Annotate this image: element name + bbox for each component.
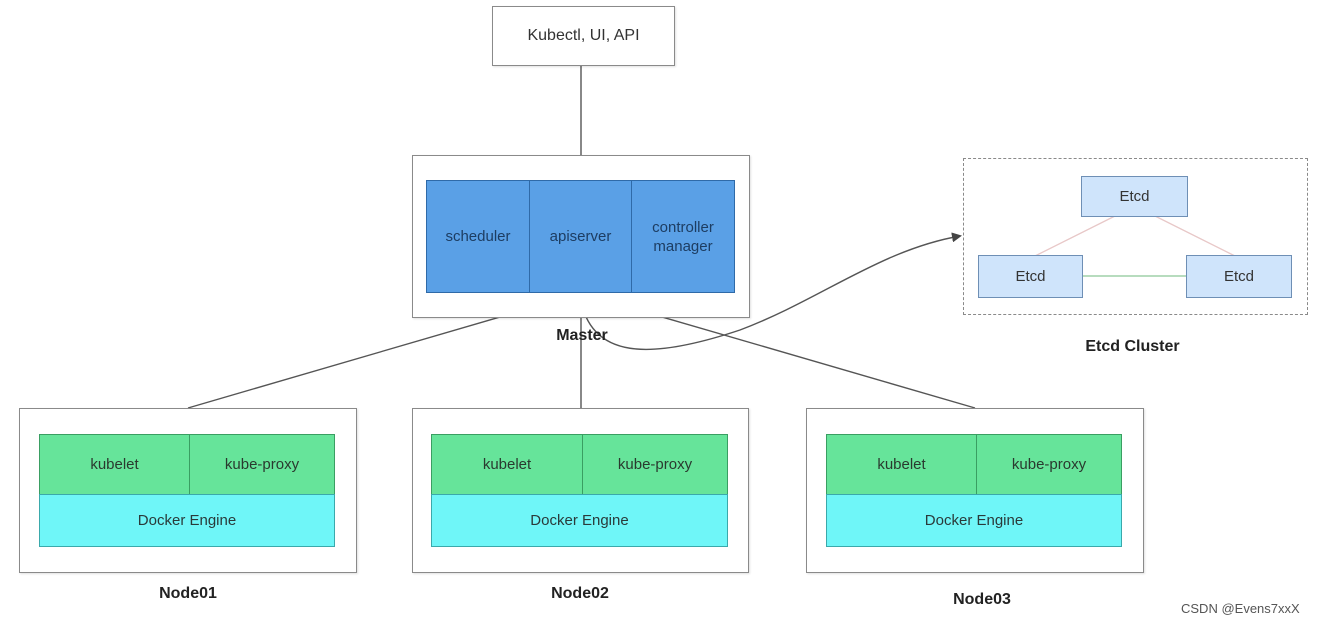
etcd-node-left-label: Etcd — [1015, 268, 1046, 285]
node02-docker-engine: Docker Engine — [431, 494, 728, 547]
etcd-node-left: Etcd — [978, 255, 1083, 298]
node02-docker-engine-label: Docker Engine — [530, 512, 629, 529]
etcd-node-top: Etcd — [1081, 176, 1188, 217]
controller-manager-label: controller manager — [652, 218, 714, 255]
apiserver-label: apiserver — [549, 228, 612, 245]
apiserver-block: apiserver — [529, 180, 632, 293]
node01-label: Node01 — [159, 585, 217, 602]
node03-kubelet: kubelet — [826, 434, 977, 495]
node02-kube-proxy: kube-proxy — [582, 434, 728, 495]
node03-kubelet-label: kubelet — [877, 456, 926, 473]
etcd-cluster-container — [963, 158, 1308, 315]
node03-label: Node03 — [953, 591, 1011, 608]
etcd-link-left — [1034, 215, 1116, 257]
node01-kubelet: kubelet — [39, 434, 190, 495]
master-label: Master — [556, 327, 608, 344]
etcd-cluster-label: Etcd Cluster — [1085, 338, 1180, 355]
node01-kube-proxy: kube-proxy — [189, 434, 335, 495]
scheduler-label: scheduler — [445, 228, 511, 245]
node01-kube-proxy-label: kube-proxy — [224, 456, 300, 473]
etcd-link-right — [1154, 215, 1236, 257]
etcd-node-right: Etcd — [1186, 255, 1292, 298]
node02-kubelet-label: kubelet — [482, 456, 532, 473]
client-box: Kubectl, UI, API — [492, 6, 675, 66]
etcd-node-right-label: Etcd — [1223, 268, 1254, 285]
node03-docker-engine: Docker Engine — [826, 494, 1122, 547]
node01-kubelet-label: kubelet — [90, 456, 139, 473]
node03-kube-proxy: kube-proxy — [976, 434, 1122, 495]
scheduler-block: scheduler — [426, 180, 530, 293]
node01-docker-engine-label: Docker Engine — [137, 512, 237, 529]
node02-label: Node02 — [551, 585, 609, 602]
node02-kube-proxy-label: kube-proxy — [617, 456, 693, 473]
master-to-etcd-arrow — [579, 232, 962, 351]
client-label: Kubectl, UI, API — [527, 27, 640, 44]
node01-docker-engine: Docker Engine — [39, 494, 335, 547]
controller-manager-block: controller manager — [631, 180, 735, 293]
node03-kube-proxy-label: kube-proxy — [1011, 456, 1087, 473]
watermark: CSDN @Evens7xxX — [1181, 601, 1300, 616]
node02-kubelet: kubelet — [431, 434, 583, 495]
node03-docker-engine-label: Docker Engine — [924, 512, 1024, 529]
etcd-node-top-label: Etcd — [1119, 188, 1150, 205]
